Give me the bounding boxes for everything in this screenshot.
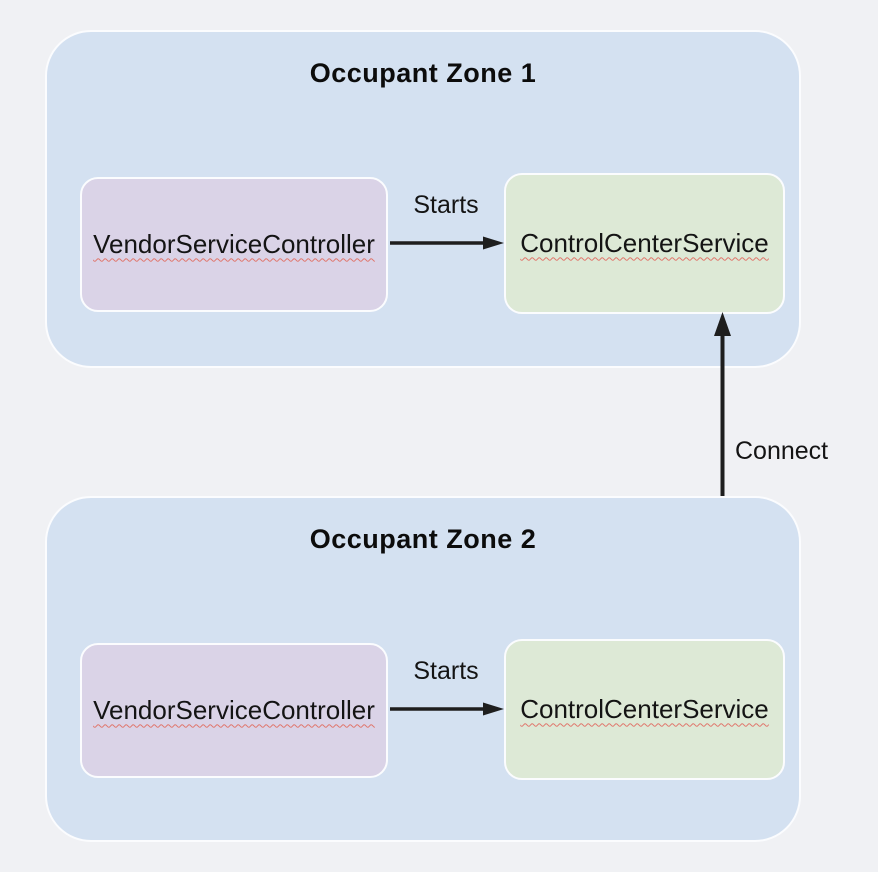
starts-arrowhead-icon — [483, 236, 504, 250]
zone-2-title: Occupant Zone 2 — [309, 524, 537, 554]
control-center-service-label-1: ControlCenterService — [520, 227, 769, 258]
zone-1-title: Occupant Zone 1 — [309, 58, 537, 88]
connect-arrowhead-up-icon — [714, 312, 731, 336]
starts-label-1: Starts — [413, 191, 479, 219]
starts-arrowhead-icon — [483, 702, 504, 716]
vendor-service-controller-label-1: VendorServiceController — [93, 228, 375, 259]
vendor-service-controller-node-1: VendorServiceController — [80, 177, 388, 312]
control-center-service-label-2: ControlCenterService — [520, 693, 769, 724]
vendor-service-controller-label-2: VendorServiceController — [93, 694, 375, 725]
control-center-service-node-1: ControlCenterService — [504, 173, 785, 314]
starts-label-2: Starts — [413, 657, 479, 685]
vendor-service-controller-node-2: VendorServiceController — [80, 643, 388, 778]
connect-label: Connect — [735, 437, 829, 465]
starts-arrow-1 — [390, 236, 504, 250]
starts-arrow-2 — [390, 702, 504, 716]
control-center-service-node-2: ControlCenterService — [504, 639, 785, 780]
occupant-zone-2: Occupant Zone 2 VendorServiceController … — [45, 496, 801, 842]
occupant-zone-1: Occupant Zone 1 VendorServiceController … — [45, 30, 801, 368]
